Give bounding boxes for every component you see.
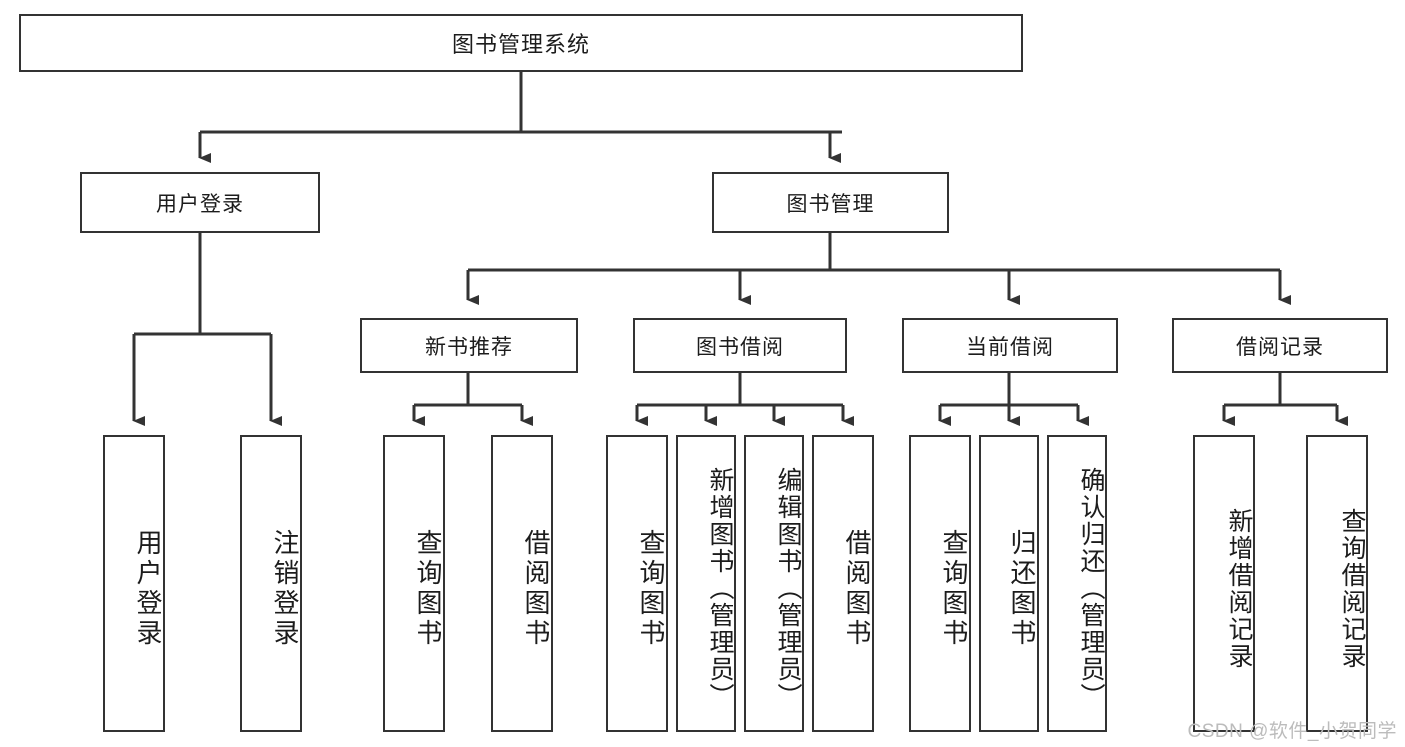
leaf-edit-book-label: 编辑图书（管理员） xyxy=(774,467,802,710)
node-new-book-recommend-label: 新书推荐 xyxy=(425,335,513,359)
leaf-logout-label: 注销登录 xyxy=(270,528,300,649)
node-user-login[interactable]: 用户登录 xyxy=(80,172,320,233)
node-root[interactable]: 图书管理系统 xyxy=(19,14,1023,72)
leaf-user-login[interactable]: 用户登录 xyxy=(103,435,165,732)
leaf-user-login-label: 用户登录 xyxy=(133,528,163,649)
leaf-query-borrow-record-label: 查询借阅记录 xyxy=(1338,507,1366,670)
leaf-add-book[interactable]: 新增图书（管理员） xyxy=(676,435,736,732)
leaf-query-book-borrow[interactable]: 查询图书 xyxy=(606,435,668,732)
leaf-borrow-book-borrow[interactable]: 借阅图书 xyxy=(812,435,874,732)
leaf-edit-book[interactable]: 编辑图书（管理员） xyxy=(744,435,804,732)
leaf-query-book-current[interactable]: 查询图书 xyxy=(909,435,971,732)
leaf-query-book-newbook[interactable]: 查询图书 xyxy=(383,435,445,732)
node-current-borrow[interactable]: 当前借阅 xyxy=(902,318,1118,373)
node-borrow-record-label: 借阅记录 xyxy=(1236,335,1324,359)
leaf-return-book[interactable]: 归还图书 xyxy=(979,435,1039,732)
leaf-borrow-book-borrow-label: 借阅图书 xyxy=(842,528,872,649)
node-book-borrow-label: 图书借阅 xyxy=(696,335,784,359)
leaf-query-borrow-record[interactable]: 查询借阅记录 xyxy=(1306,435,1368,732)
leaf-query-book-current-label: 查询图书 xyxy=(939,528,969,649)
leaf-return-book-label: 归还图书 xyxy=(1007,528,1037,649)
leaf-logout[interactable]: 注销登录 xyxy=(240,435,302,732)
leaf-borrow-book-newbook-label: 借阅图书 xyxy=(521,528,551,649)
node-borrow-record[interactable]: 借阅记录 xyxy=(1172,318,1388,373)
leaf-query-book-borrow-label: 查询图书 xyxy=(636,528,666,649)
leaf-add-book-label: 新增图书（管理员） xyxy=(706,467,734,710)
node-current-borrow-label: 当前借阅 xyxy=(966,335,1054,359)
node-book-management[interactable]: 图书管理 xyxy=(712,172,949,233)
node-user-login-label: 用户登录 xyxy=(156,192,244,216)
leaf-confirm-return[interactable]: 确认归还（管理员） xyxy=(1047,435,1107,732)
node-book-borrow[interactable]: 图书借阅 xyxy=(633,318,847,373)
leaf-confirm-return-label: 确认归还（管理员） xyxy=(1077,467,1105,710)
node-new-book-recommend[interactable]: 新书推荐 xyxy=(360,318,578,373)
leaf-borrow-book-newbook[interactable]: 借阅图书 xyxy=(491,435,553,732)
leaf-add-borrow-record-label: 新增借阅记录 xyxy=(1225,507,1253,670)
leaf-add-borrow-record[interactable]: 新增借阅记录 xyxy=(1193,435,1255,732)
node-book-management-label: 图书管理 xyxy=(786,192,875,216)
node-root-label: 图书管理系统 xyxy=(451,32,590,57)
leaf-query-book-newbook-label: 查询图书 xyxy=(413,528,443,649)
